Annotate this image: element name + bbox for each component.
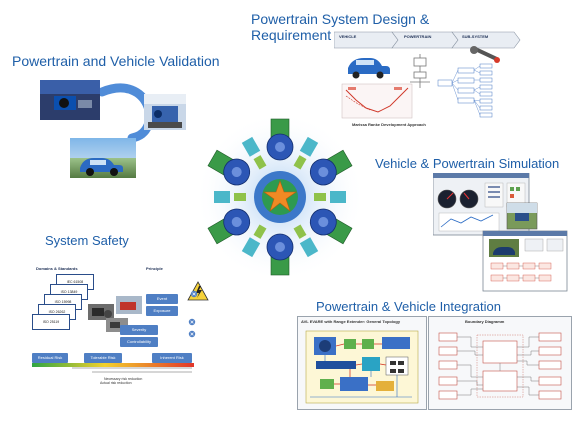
domains-label: Domains & Standards xyxy=(36,266,78,271)
hazard-photo-2 xyxy=(116,296,142,314)
title-design-line1: Powertrain System Design & xyxy=(251,11,430,27)
validation-loop-arrow xyxy=(97,83,155,143)
car-road-photo xyxy=(70,138,136,178)
chevron-subsystem-label: SUB-SYSTEM xyxy=(462,34,489,39)
principle-label: Principle xyxy=(146,266,163,271)
powertrain-hub-icon xyxy=(196,113,364,281)
title-safety: System Safety xyxy=(45,233,129,248)
exposure-chip: Exposure xyxy=(146,306,178,316)
hazard-photo-1 xyxy=(88,304,114,320)
central-hub xyxy=(195,112,365,282)
simulation-graphic xyxy=(432,172,568,292)
test-bench-photo xyxy=(40,80,100,120)
design-graphic xyxy=(333,31,521,119)
necessary-risk-caption: Necessary risk reduction xyxy=(104,377,143,381)
simulation-dashboard-window xyxy=(432,172,530,236)
controllability-chip: Controllability xyxy=(120,337,158,347)
operator-circle-icons xyxy=(188,290,198,338)
boundary-diagram-icon xyxy=(438,332,562,400)
severity-chip: Severity xyxy=(120,325,158,335)
v-process-chart-icon xyxy=(341,83,413,119)
topology-diagram-icon xyxy=(305,330,419,404)
simulation-panel xyxy=(432,172,568,293)
actual-risk-caption: Actual risk reduction xyxy=(100,381,132,385)
chevron-vehicle-label: VEHICLE xyxy=(339,34,357,39)
validation-graphic xyxy=(40,80,186,178)
design-panel: VEHICLE POWERTRAIN SUB-SYSTEM Marissa Ra… xyxy=(333,30,530,130)
title-integration: Powertrain & Vehicle Integration xyxy=(316,299,501,314)
title-simulation: Vehicle & Powertrain Simulation xyxy=(375,156,560,171)
residual-risk-chip: Residual Risk xyxy=(32,353,68,363)
car-icon xyxy=(348,58,390,79)
validation-collage xyxy=(40,72,210,182)
safety-panel: Domains & Standards Principle IEC 61508 … xyxy=(28,262,210,374)
warning-triangle-icon xyxy=(187,281,209,301)
risk-gradient-bar xyxy=(32,363,194,373)
requirement-tree-icon xyxy=(437,63,493,118)
lab-photo xyxy=(144,94,186,130)
standard-doc-5: ISO 25119 xyxy=(32,314,70,330)
powertrain-schematic-icon xyxy=(410,54,430,88)
title-validation: Powertrain and Vehicle Validation xyxy=(12,53,220,69)
wrench-icon xyxy=(470,46,500,63)
event-chip: Event xyxy=(146,294,178,304)
title-design-line2: Requirement xyxy=(251,27,332,43)
simulation-model-window xyxy=(482,230,568,292)
boundary-title: Boundary Diagramm xyxy=(465,319,505,324)
chevron-subsystem-shape xyxy=(451,31,521,49)
tolerable-risk-chip: Tolerable Risk xyxy=(84,353,122,363)
design-caption: Marissa Ranke Development Approach xyxy=(352,122,426,127)
chevron-powertrain-label: POWERTRAIN xyxy=(404,34,432,39)
topology-panel: AVL EVARE with Range Extender: General T… xyxy=(297,316,427,410)
safety-graphics xyxy=(88,281,209,338)
topology-title: AVL EVARE with Range Extender: General T… xyxy=(301,319,401,324)
inherent-risk-chip: Inherent Risk xyxy=(152,353,192,363)
boundary-panel: Boundary Diagramm xyxy=(428,316,572,410)
simulation-scene-window xyxy=(506,202,538,230)
